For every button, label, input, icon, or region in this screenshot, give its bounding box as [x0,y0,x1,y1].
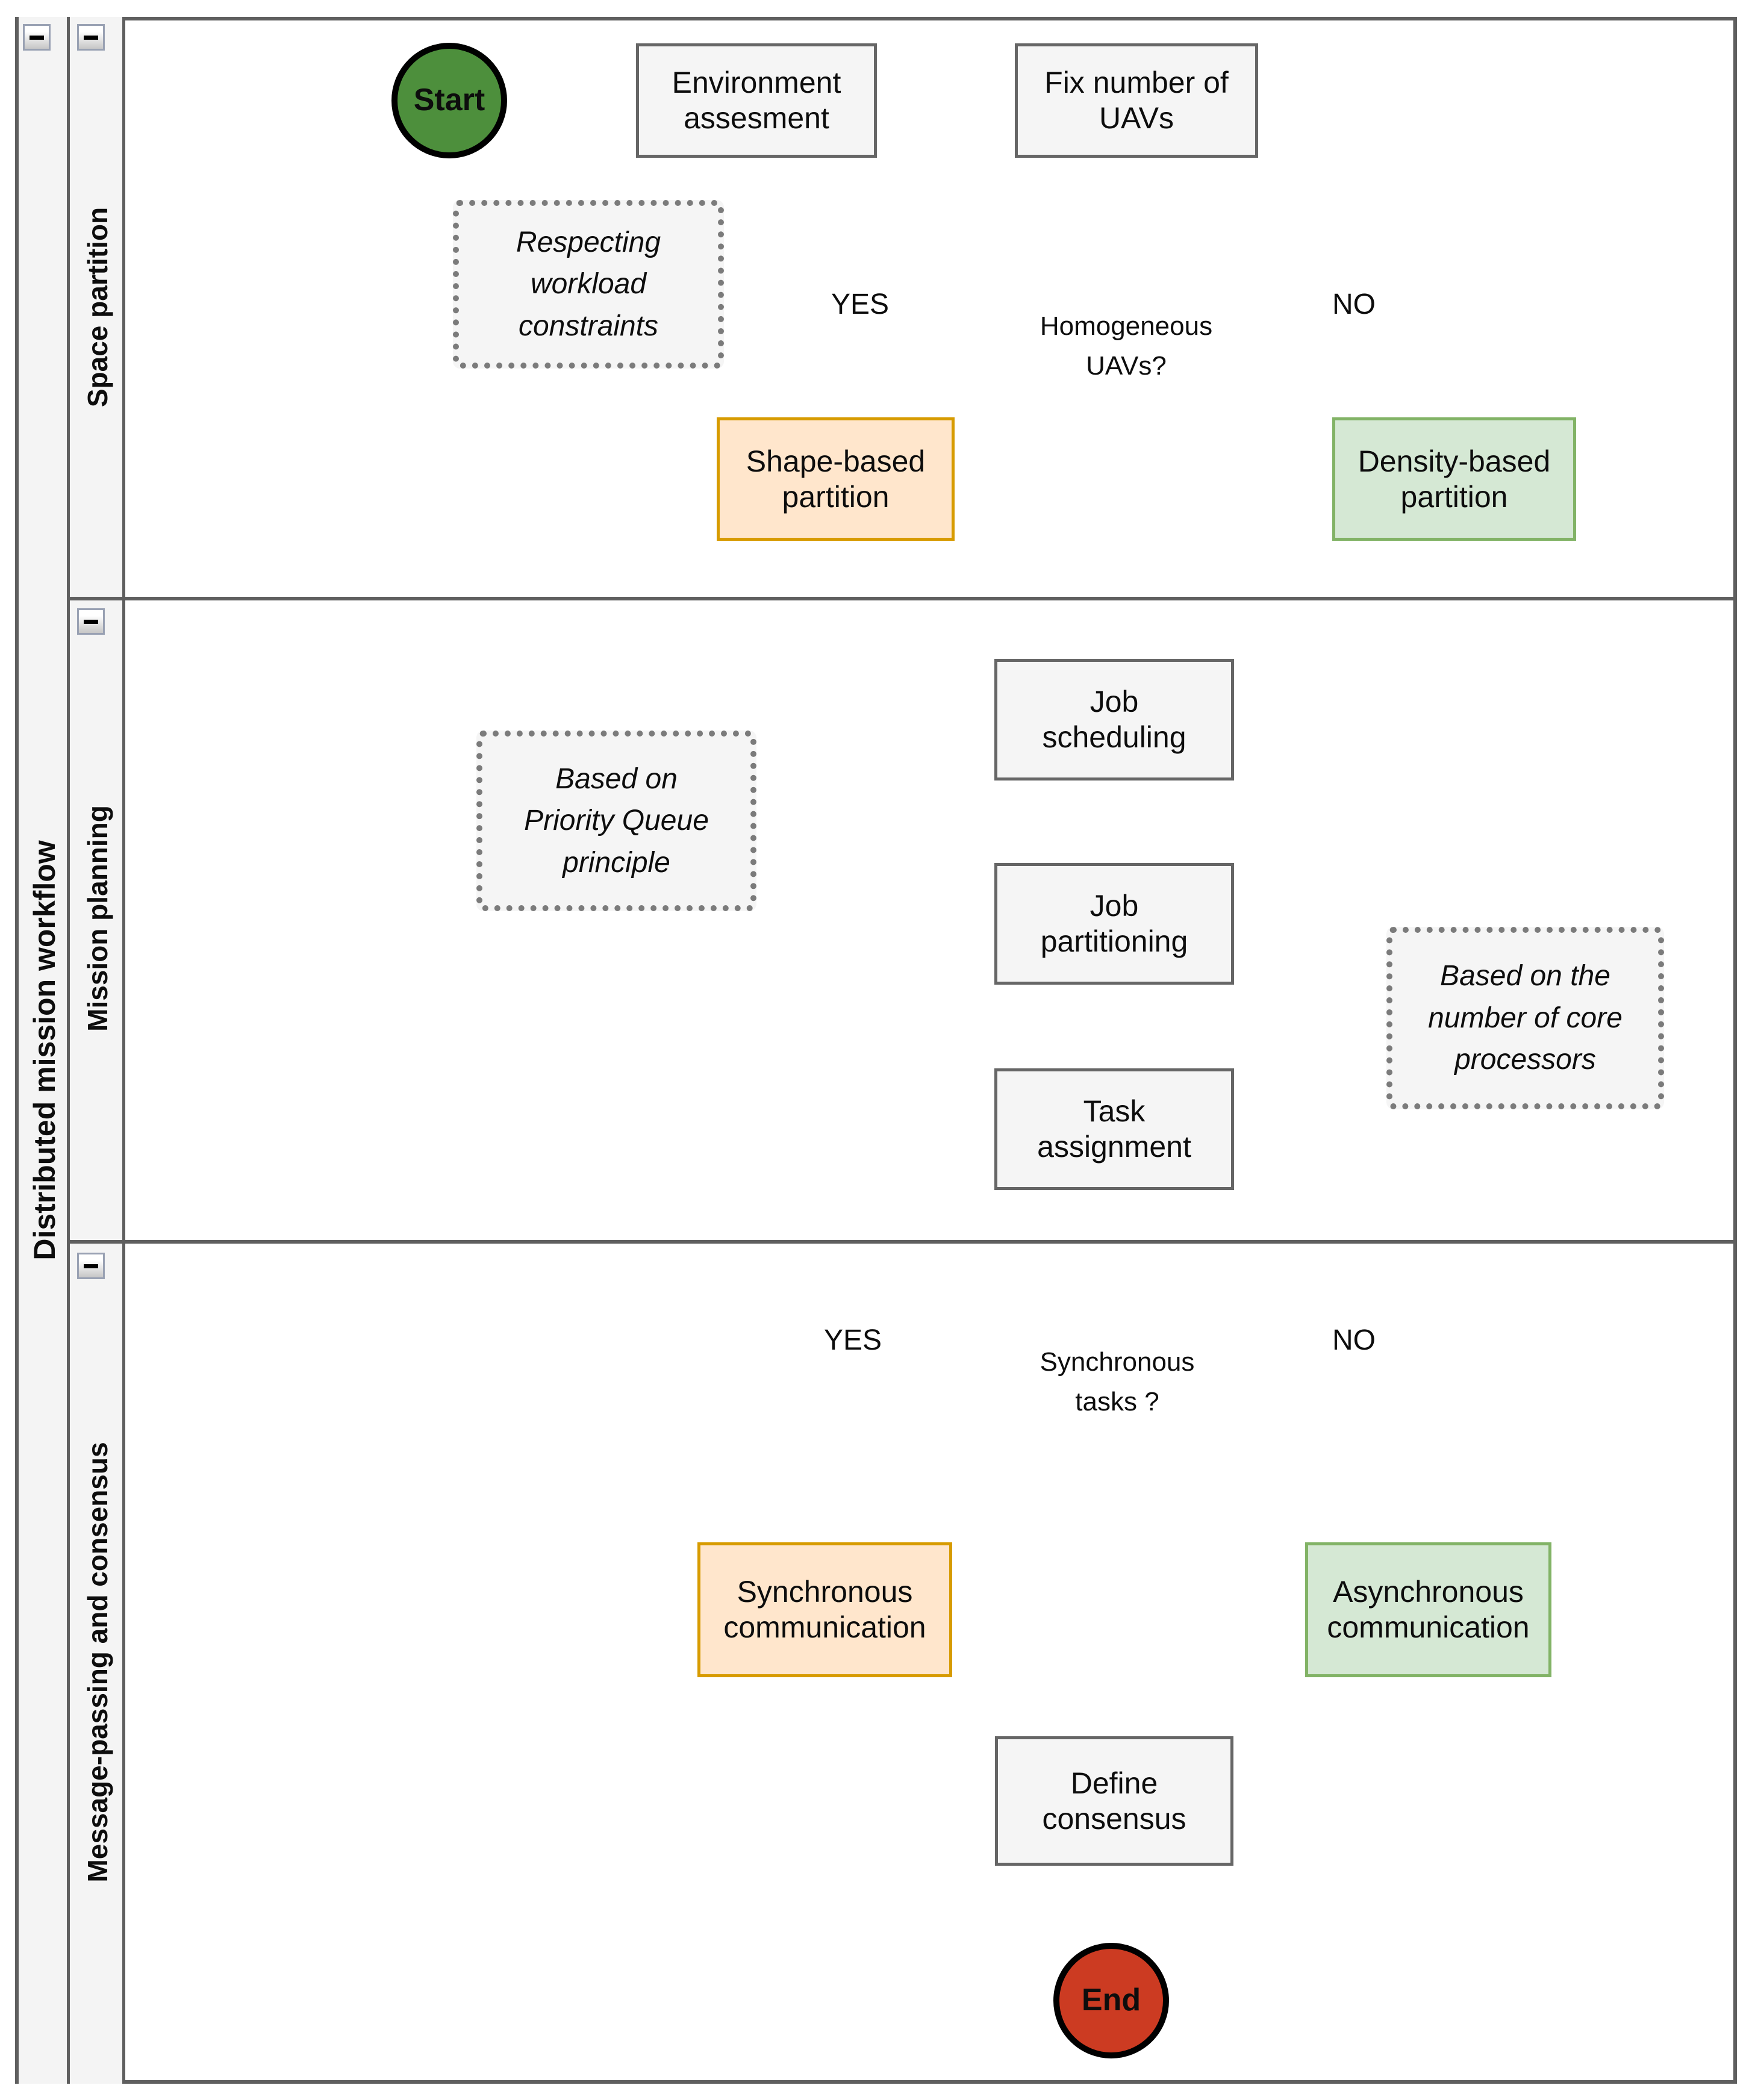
end-label: End [1081,1983,1141,2018]
decision-synchronous-tasks-label-wrap: Synchronous tasks ? [982,1313,1253,1451]
pool-title: Distributed mission workflow [28,840,61,1260]
edge-label-yes-1: YES [831,288,890,320]
decision-homogeneous-uavs-label: Homogeneous UAVs? [1040,311,1213,381]
edge-label-no-2: NO [1332,1324,1376,1356]
density-based-partition-node[interactable]: Density-based partition [1332,417,1576,541]
collapse-button-space-partition[interactable] [77,24,105,51]
decision-homogeneous-uavs-label-wrap: Homogeneous UAVs? [991,277,1262,416]
lane-divider [70,1240,1737,1244]
collapse-button-message-passing[interactable] [77,1253,105,1279]
fix-number-uavs-node[interactable]: Fix number of UAVs [1015,43,1258,158]
start-label: Start [413,83,485,118]
minus-icon [84,1263,98,1268]
shape-based-partition-node[interactable]: Shape-based partition [717,417,955,541]
asynchronous-communication-node[interactable]: Asynchronous communication [1305,1542,1551,1677]
asynchronous-communication-label: Asynchronous communication [1327,1575,1530,1644]
lane-title-space-partition: Space partition [82,207,113,408]
lane-title-mission-planning: Mission planning [82,805,113,1032]
edge-label-no-1: NO [1332,288,1376,320]
decision-synchronous-tasks-label: Synchronous tasks ? [1040,1347,1195,1416]
note-workload-constraints[interactable]: Respecting workload constraints [453,200,724,369]
end-node[interactable]: End [1053,1943,1169,2058]
synchronous-communication-node[interactable]: Synchronous communication [697,1542,952,1677]
job-partitioning-label: Job partitioning [1040,889,1188,958]
task-assignment-label: Task assignment [1037,1094,1191,1164]
lane-divider [70,597,1737,600]
fix-number-uavs-label: Fix number of UAVs [1044,66,1229,135]
lane-title-column [70,17,125,2084]
collapse-button-mission-planning[interactable] [77,608,105,635]
shape-based-partition-label: Shape-based partition [746,444,926,514]
minus-icon [84,619,98,624]
note-core-processors[interactable]: Based on the number of core processors [1386,927,1664,1109]
note-priority-queue[interactable]: Based on Priority Queue principle [476,731,756,911]
define-consensus-label: Define consensus [1042,1766,1186,1836]
collapse-button-pool[interactable] [23,24,51,51]
job-scheduling-label: Job scheduling [1042,685,1186,754]
job-scheduling-node[interactable]: Job scheduling [994,659,1234,780]
environment-assessment-node[interactable]: Environment assesment [636,43,877,158]
start-node[interactable]: Start [391,43,507,158]
job-partitioning-node[interactable]: Job partitioning [994,863,1234,985]
note-priority-queue-label: Based on Priority Queue principle [524,762,709,879]
pool-title-column [19,17,70,2084]
define-consensus-node[interactable]: Define consensus [995,1736,1233,1866]
task-assignment-node[interactable]: Task assignment [994,1068,1234,1190]
minus-icon [84,35,98,40]
note-workload-constraints-label: Respecting workload constraints [516,226,661,342]
environment-assessment-label: Environment assesment [672,66,841,135]
edge-label-yes-2: YES [824,1324,882,1356]
note-core-processors-label: Based on the number of core processors [1428,960,1623,1076]
minus-icon [30,35,44,40]
density-based-partition-label: Density-based partition [1358,444,1551,514]
synchronous-communication-label: Synchronous communication [723,1575,926,1644]
lane-title-message-passing: Message-passing and consensus [82,1442,113,1883]
